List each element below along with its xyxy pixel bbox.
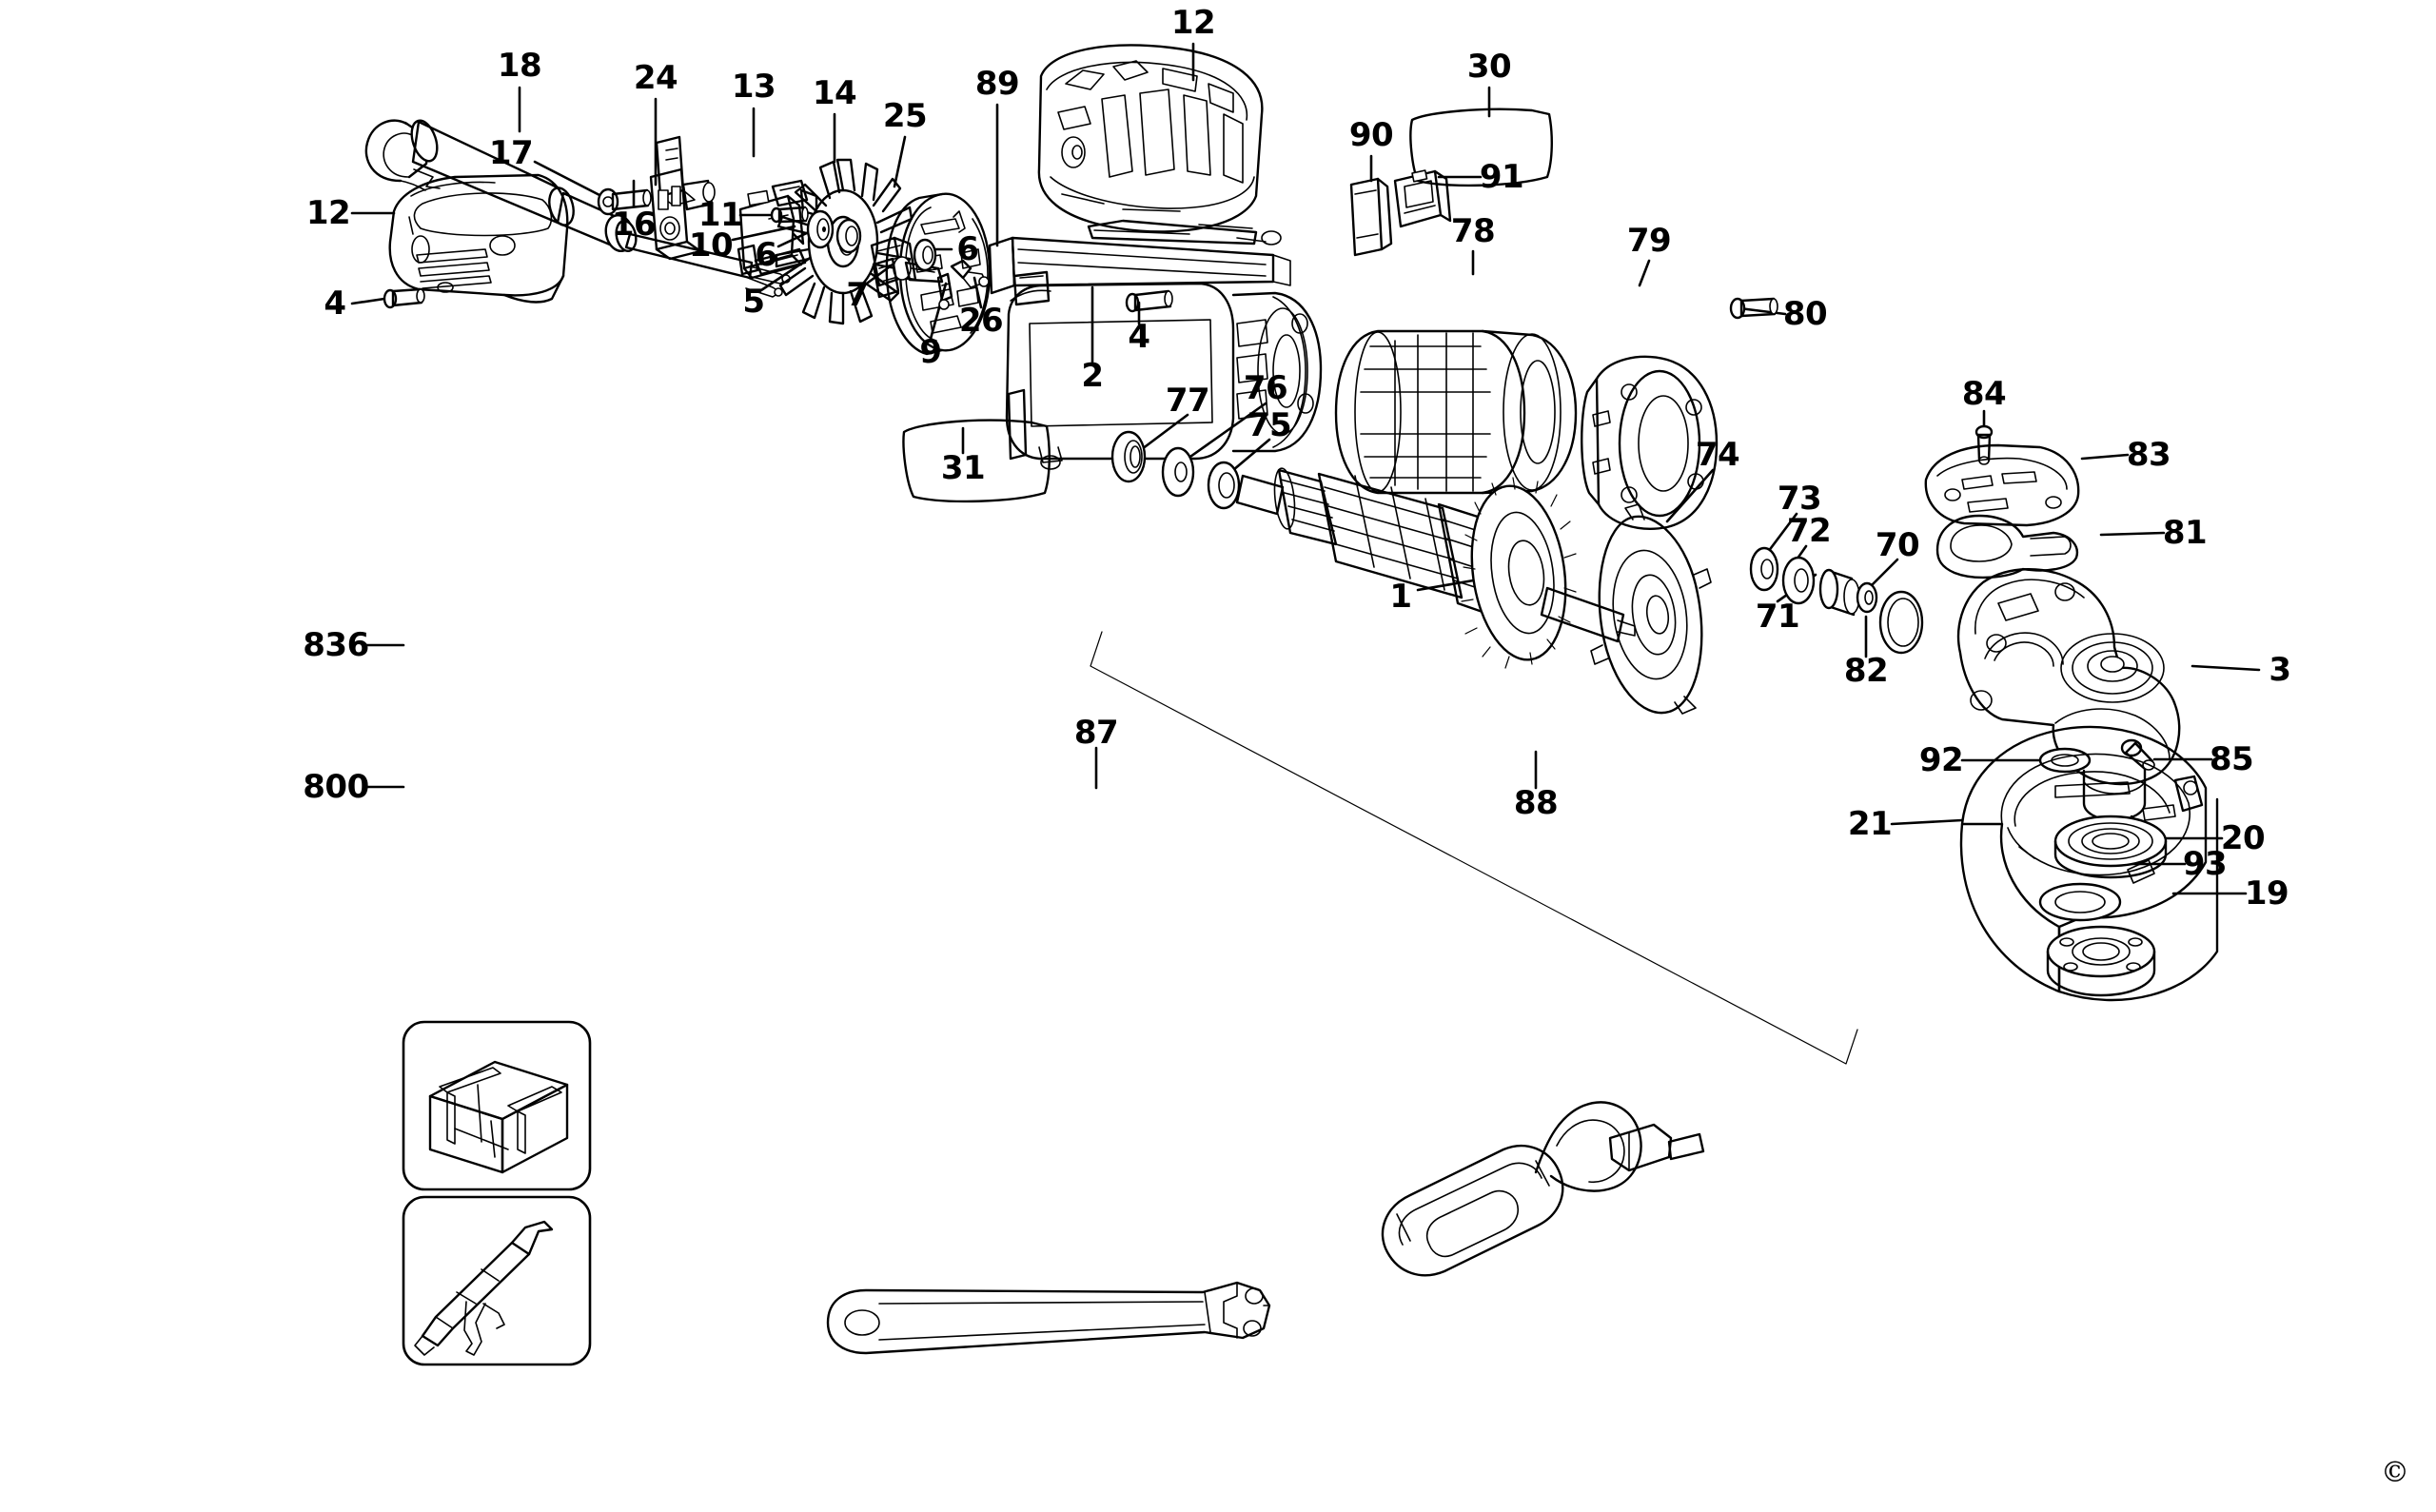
callout-88: 88 [1513, 784, 1559, 822]
part-81-gear-case-seal [1935, 514, 2079, 579]
callout-6-b: 6 [956, 230, 979, 268]
part-19-outer-flange [2046, 925, 2156, 997]
callout-10: 10 [688, 226, 734, 265]
part-1-armature-group [1090, 430, 1924, 1065]
part-4-screw-left [383, 287, 425, 309]
callout-18: 18 [497, 47, 542, 85]
callout-74: 74 [1695, 436, 1740, 474]
part-12-handle-cover-left [388, 173, 569, 304]
callout-1: 1 [1389, 578, 1412, 616]
part-7-carbon-brush [872, 257, 900, 299]
callout-12-left: 12 [305, 194, 351, 232]
callout-77: 77 [1165, 382, 1210, 420]
callout-16: 16 [611, 206, 657, 244]
leader-lines [350, 42, 2261, 895]
callout-72: 72 [1786, 512, 1832, 550]
part-9-terminal-clip [936, 272, 953, 310]
callout-93: 93 [2182, 845, 2228, 883]
callout-84: 84 [1961, 375, 2007, 413]
callout-81: 81 [2162, 514, 2208, 552]
callout-5: 5 [742, 283, 765, 321]
part-83-gear-case-cover [1924, 443, 2080, 527]
part-6-washer-b [913, 238, 937, 272]
callout-92: 92 [1918, 741, 1964, 779]
part-16-cord-clamp [649, 135, 716, 261]
part-87-spanner-wrench [826, 1281, 1271, 1355]
callout-21: 21 [1847, 805, 1893, 843]
part-25-brush-ring [885, 192, 992, 356]
callout-13: 13 [731, 68, 776, 106]
callout-85: 85 [2209, 740, 2254, 778]
callout-7: 7 [846, 276, 869, 314]
part-6-washer-a [835, 218, 862, 254]
part-10-bushing [806, 209, 835, 249]
part-31-warning-label [902, 419, 1051, 503]
part-13-switch [737, 179, 818, 280]
part-93-flange-washer [2038, 882, 2122, 922]
callout-75: 75 [1247, 406, 1292, 444]
callout-12-top: 12 [1170, 4, 1216, 42]
part-11-screw-small [770, 206, 809, 224]
callout-90: 90 [1348, 116, 1394, 154]
callout-20: 20 [2220, 819, 2266, 857]
part-91-capacitor [1393, 169, 1452, 228]
callout-82: 82 [1843, 652, 1889, 690]
callout-17: 17 [488, 134, 534, 172]
part-92-spindle-washer [2038, 747, 2092, 774]
callout-83: 83 [2126, 436, 2171, 474]
callout-4-mid: 4 [1128, 318, 1150, 356]
callout-73: 73 [1777, 480, 1822, 518]
callout-19: 19 [2244, 874, 2289, 913]
callout-71: 71 [1755, 598, 1800, 636]
callout-76: 76 [1243, 369, 1288, 407]
part-3-gear-case [1956, 568, 2181, 854]
callout-91: 91 [1479, 158, 1524, 196]
callout-4-left: 4 [324, 285, 346, 323]
callout-3: 3 [2269, 651, 2291, 689]
callout-87: 87 [1073, 714, 1119, 752]
callout-2: 2 [1081, 357, 1104, 395]
copyright-mark: © [2381, 1456, 2409, 1489]
callout-11: 11 [697, 196, 743, 234]
callout-9: 9 [919, 333, 942, 371]
part-21-wheel-guard [1959, 725, 2219, 1002]
part-2-field-case [1005, 270, 1323, 470]
part-836-brush-kit-box [402, 1020, 592, 1191]
callout-24: 24 [633, 59, 678, 97]
part-800-grease-tube-kit [402, 1195, 592, 1366]
part-89-switch-lever-assembly [988, 44, 1291, 295]
part-88-side-handle [1381, 1101, 1705, 1277]
callout-6-a: 6 [755, 236, 777, 274]
callout-836: 836 [303, 626, 369, 664]
part-20-inner-flange [2053, 815, 2168, 879]
callout-14: 14 [812, 74, 857, 112]
callout-31: 31 [940, 449, 986, 487]
callout-800: 800 [303, 768, 369, 806]
callout-30: 30 [1466, 48, 1512, 86]
callout-80: 80 [1782, 295, 1828, 333]
callout-89: 89 [974, 65, 1020, 103]
part-80-screw [1729, 297, 1778, 320]
callout-79: 79 [1626, 222, 1672, 260]
part-78-field-coil [1334, 329, 1578, 495]
callout-78: 78 [1450, 212, 1496, 250]
part-79-bearing-plate [1581, 355, 1719, 530]
part-90-capacitor-bracket [1349, 177, 1393, 257]
callout-70: 70 [1875, 526, 1920, 564]
part-18-cord-protector [364, 119, 638, 253]
part-17-screw [597, 187, 652, 216]
part-26-spring-clip [950, 259, 990, 288]
callout-26: 26 [958, 302, 1004, 340]
callout-25: 25 [882, 97, 928, 135]
